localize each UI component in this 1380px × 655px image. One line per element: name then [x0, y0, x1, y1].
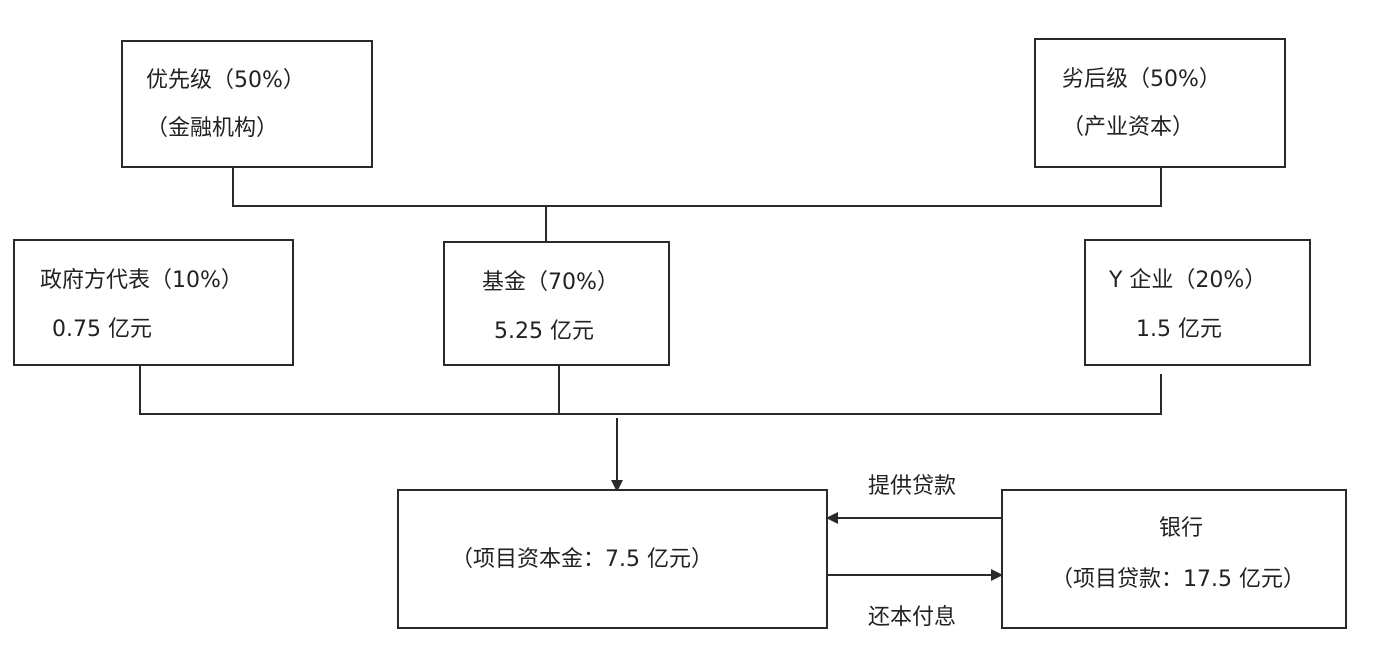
enterprise-connector [559, 374, 1162, 415]
junior-tranche-title: 劣后级（50%） [1062, 67, 1221, 92]
enterprise-title: Y 企业（20%） [1109, 268, 1267, 293]
government-amount: 0.75 亿元 [52, 317, 152, 342]
bank-box: 银行 （项目贷款：17.5 亿元） [1001, 489, 1347, 629]
fund-box: 基金（70%） 5.25 亿元 [443, 241, 670, 366]
junior-connector [546, 168, 1162, 207]
senior-connector [232, 168, 546, 207]
junior-tranche-subtitle: （产业资本） [1062, 115, 1195, 140]
senior-tranche-title: 优先级（50%） [146, 68, 305, 93]
bank-loan-amount: （项目贷款：17.5 亿元） [1051, 567, 1305, 592]
enterprise-amount: 1.5 亿元 [1136, 317, 1222, 342]
bank-title: 银行 [1159, 516, 1204, 541]
repay-label: 还本付息 [868, 605, 957, 630]
junior-tranche-box: 劣后级（50%） （产业资本） [1034, 38, 1286, 168]
project-capital-box: （项目资本金：7.5 亿元） [397, 489, 828, 629]
government-box: 政府方代表（10%） 0.75 亿元 [13, 239, 294, 366]
senior-tranche-subtitle: （金融机构） [146, 116, 279, 141]
government-title: 政府方代表（10%） [40, 268, 243, 293]
project-capital-label: （项目资本金：7.5 亿元） [451, 547, 713, 572]
senior-tranche-box: 优先级（50%） （金融机构） [121, 40, 373, 168]
enterprise-box: Y 企业（20%） 1.5 亿元 [1084, 239, 1311, 366]
loan-label: 提供贷款 [868, 474, 957, 499]
fund-amount: 5.25 亿元 [494, 319, 594, 344]
fund-title: 基金（70%） [482, 270, 619, 295]
government-connector [139, 366, 559, 415]
